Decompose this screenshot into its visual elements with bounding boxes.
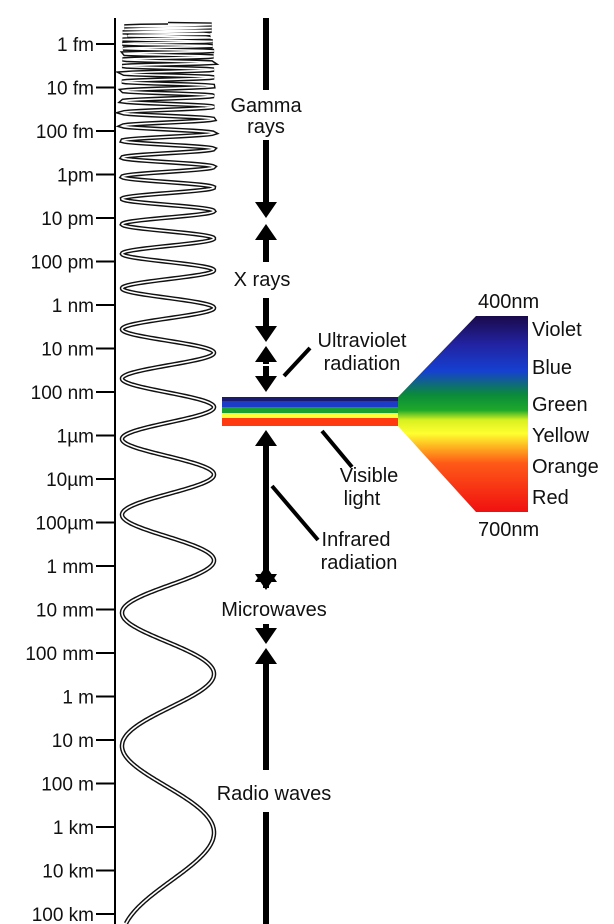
visible-label: Visible light xyxy=(340,465,399,510)
spectrum-strip-red xyxy=(222,418,398,426)
scale-label: 100µm xyxy=(36,514,94,535)
arrow-head-up xyxy=(255,648,277,664)
arrow-head-up xyxy=(255,224,277,240)
scale-label: 100 m xyxy=(41,775,94,796)
ir-label-line2: radiation xyxy=(321,552,398,574)
scale-label: 100 fm xyxy=(36,122,94,143)
scale-label: 1 mm xyxy=(47,557,95,578)
gamma-label: Gamma rays xyxy=(230,95,302,138)
scale-label: 10 km xyxy=(42,862,94,883)
visible-pointer xyxy=(320,429,354,469)
scale-label: 1pm xyxy=(57,166,94,187)
arrow-head-up xyxy=(255,566,277,582)
spectrum-strip-yellow xyxy=(222,413,398,418)
spectrum-400nm-label: 400nm xyxy=(478,291,539,313)
wave-curve xyxy=(113,21,220,924)
scale-label: 1 km xyxy=(53,818,94,839)
scale-label: 10 mm xyxy=(36,601,94,622)
scale-label: 1 m xyxy=(62,688,94,709)
scale-label: 100 mm xyxy=(25,644,94,665)
microwave-label: Microwaves xyxy=(221,599,327,621)
arrow-head-up xyxy=(255,346,277,362)
spectrum-strip-violet xyxy=(222,397,398,401)
scale-label: 10 nm xyxy=(41,340,94,361)
ir-label-line1: Infrared xyxy=(322,529,391,551)
ir-pointer xyxy=(270,484,320,542)
scale-label: 10µm xyxy=(46,470,94,491)
scale-label: 1 fm xyxy=(57,35,94,56)
arrow-head-up xyxy=(255,430,277,446)
arrow-head-down xyxy=(255,628,277,644)
scale-label: 1µm xyxy=(57,427,94,448)
color-label-violet: Violet xyxy=(532,319,582,341)
uv-label: Ultraviolet radiation xyxy=(318,330,407,375)
color-label-orange: Orange xyxy=(532,456,599,478)
radio-label: Radio waves xyxy=(217,783,332,805)
scale-label: 10 fm xyxy=(46,79,94,100)
band-arrows xyxy=(255,18,277,924)
arrow-head-down xyxy=(255,376,277,392)
visible-label-line1: Visible xyxy=(340,465,399,487)
wave-curve-highlight xyxy=(119,23,217,924)
gamma-label-line2: rays xyxy=(247,116,285,138)
scale-label: 1 nm xyxy=(52,296,94,317)
uv-label-line1: Ultraviolet xyxy=(318,330,407,352)
xray-label: X rays xyxy=(234,269,291,291)
visible-label-line2: light xyxy=(344,488,381,510)
scale-label: 10 pm xyxy=(41,209,94,230)
color-label-blue: Blue xyxy=(532,357,572,379)
scale-label: 10 m xyxy=(52,731,94,752)
spectrum-700nm-label: 700nm xyxy=(478,519,539,541)
spectrum-fan xyxy=(398,316,528,512)
gamma-label-line1: Gamma xyxy=(230,95,302,117)
uv-pointer xyxy=(282,346,312,378)
spectrum-strip-green xyxy=(222,407,398,413)
color-label-green: Green xyxy=(532,394,588,416)
arrow-head-down xyxy=(255,202,277,218)
scale-label: 100 km xyxy=(32,905,94,924)
scale-label: 100 pm xyxy=(31,253,94,274)
color-label-red: Red xyxy=(532,487,569,509)
visible-spectrum xyxy=(222,316,528,512)
scale-label: 100 nm xyxy=(31,383,94,404)
scale-ticks: 1 fm 10 fm 100 fm 1pm 10 pm 100 pm 1 nm 10 nm 10… xyxy=(25,35,115,924)
color-label-yellow: Yellow xyxy=(532,425,590,447)
ir-label: Infrared radiation xyxy=(321,529,398,574)
uv-label-line2: radiation xyxy=(324,353,401,375)
arrow-head-down xyxy=(255,326,277,342)
spectrum-strip-blue xyxy=(222,401,398,407)
